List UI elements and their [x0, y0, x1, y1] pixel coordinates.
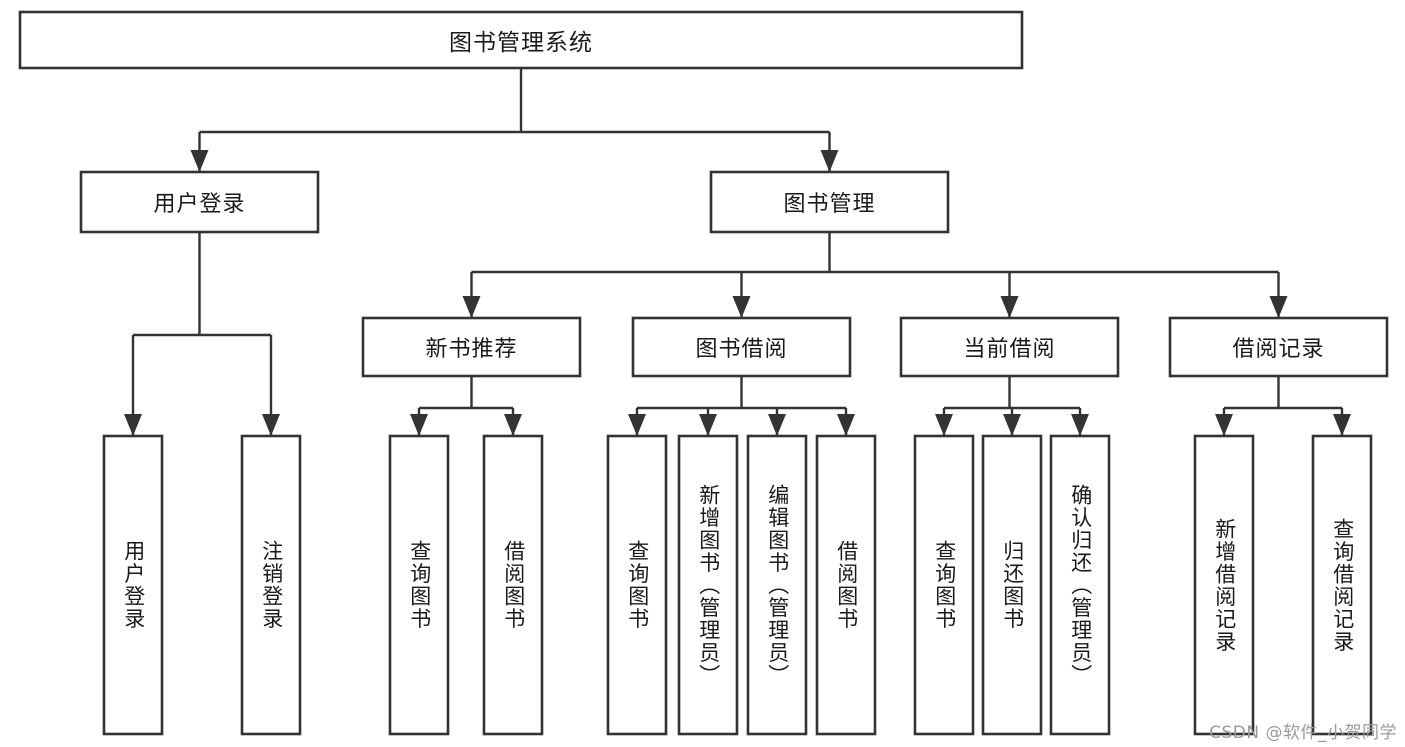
arrow-head-icon-borrow-record [1269, 296, 1288, 318]
arrow-head-icon-leaf-query-borrow-record [1333, 414, 1351, 436]
arrow-head-icon-book-manage [820, 150, 839, 172]
arrow-head-icon-leaf-logout-login [262, 414, 280, 436]
node-box-leaf-add-borrow-record [1193, 434, 1255, 736]
node-box-root [18, 10, 1024, 70]
arrow-head-icon-leaf-query-book-borrow [628, 414, 646, 436]
node-box-leaf-query-book-current [913, 434, 975, 736]
arrow-head-icon-leaf-borrow-book [837, 414, 855, 436]
arrow-head-icon-user-login [190, 150, 209, 172]
watermark-text: CSDN @软件_小贺同学 [1209, 723, 1397, 743]
node-box-leaf-query-book-borrow [606, 434, 668, 736]
node-box-book-manage [709, 170, 950, 234]
node-box-leaf-edit-book-admin [746, 434, 808, 736]
arrow-head-icon-book-borrow [732, 296, 751, 318]
arrow-head-icon-leaf-borrow-book-rec [504, 414, 522, 436]
node-box-borrow-record [1168, 316, 1389, 378]
node-boxes [18, 10, 1389, 736]
arrow-head-icon-current-borrow [1000, 296, 1019, 318]
node-box-book-borrow [631, 316, 852, 378]
node-box-current-borrow [899, 316, 1120, 378]
node-box-leaf-add-book-admin [677, 434, 739, 736]
arrow-head-icon-leaf-edit-book-admin [768, 414, 786, 436]
node-box-new-book-recommend [361, 316, 582, 378]
arrow-head-icon-leaf-query-book-rec [410, 414, 428, 436]
node-box-leaf-query-book-rec [388, 434, 450, 736]
node-box-leaf-return-book [981, 434, 1043, 736]
arrow-head-icon-leaf-add-book-admin [699, 414, 717, 436]
node-box-leaf-user-login [102, 434, 164, 736]
arrow-head-icon-leaf-query-book-current [935, 414, 953, 436]
arrow-head-icon-leaf-add-borrow-record [1215, 414, 1233, 436]
arrow-head-icon-leaf-user-login [124, 414, 142, 436]
node-box-user-login [79, 170, 320, 234]
node-box-leaf-query-borrow-record [1311, 434, 1373, 736]
arrow-head-icon-leaf-return-book [1003, 414, 1021, 436]
node-box-leaf-confirm-return-admin [1049, 434, 1111, 736]
connector-links [124, 68, 1351, 436]
node-box-leaf-borrow-book [815, 434, 877, 736]
arrow-head-icon-leaf-confirm-return-admin [1071, 414, 1089, 436]
node-box-leaf-borrow-book-rec [482, 434, 544, 736]
arrow-head-icon-new-book-recommend [462, 296, 481, 318]
node-box-leaf-logout-login [240, 434, 302, 736]
